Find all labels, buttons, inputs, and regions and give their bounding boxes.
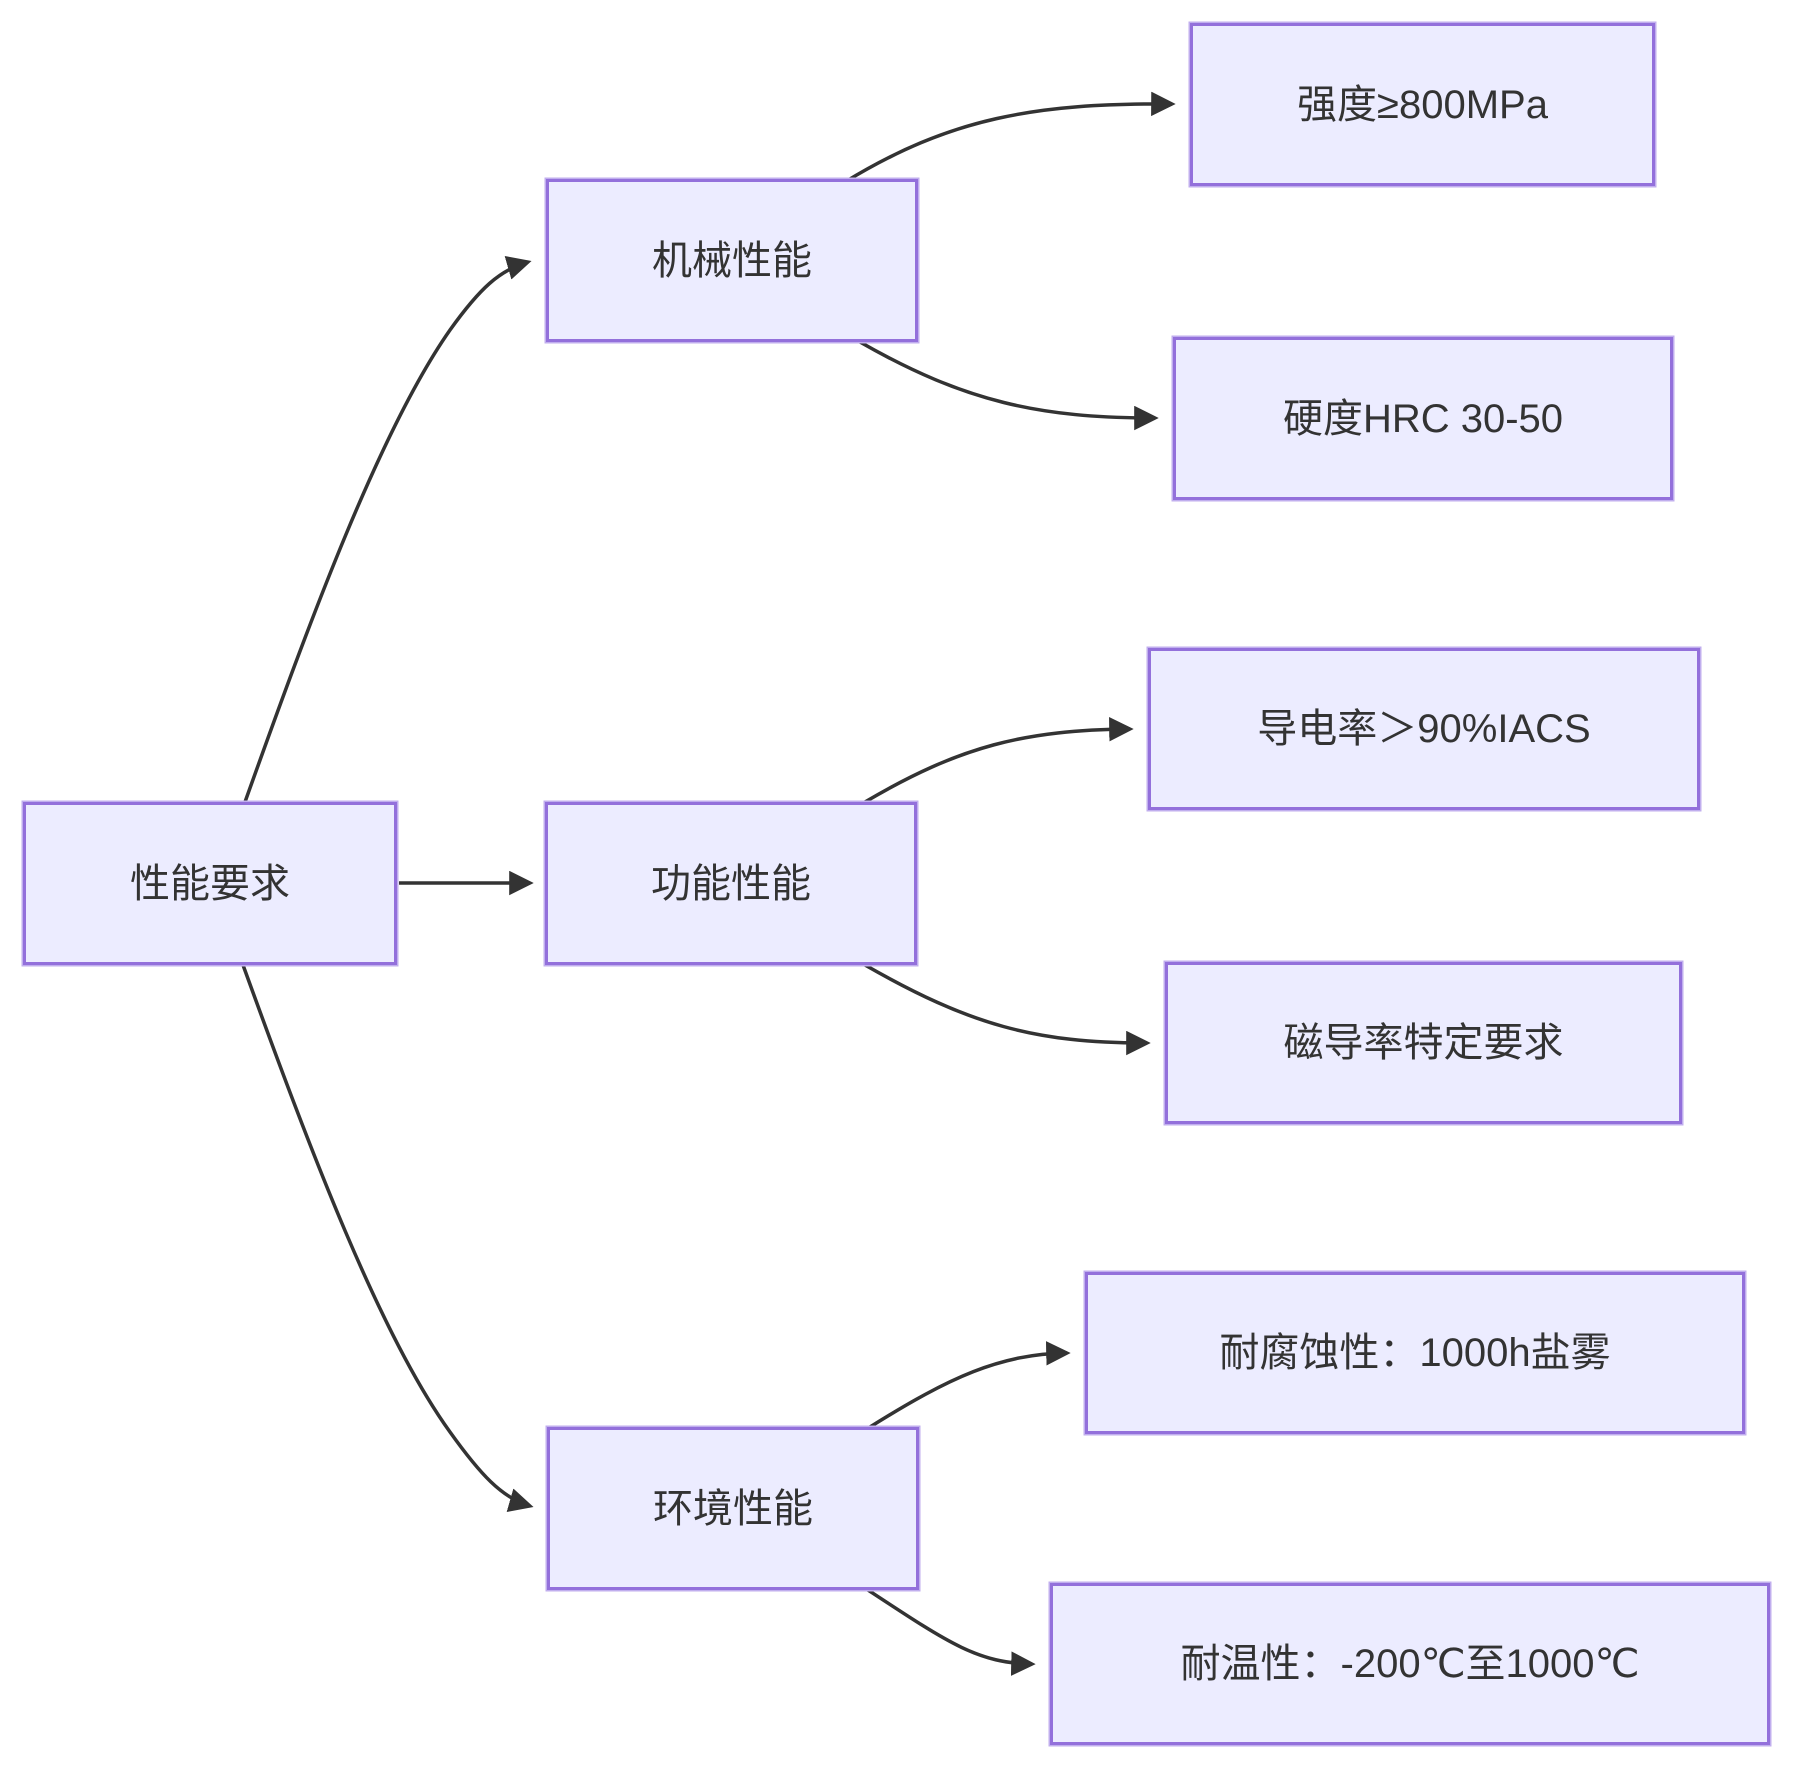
node-strength: 强度≥800MPa <box>1190 23 1655 186</box>
node-label: 耐腐蚀性：1000h盐雾 <box>1219 1331 1611 1375</box>
node-environmental-properties: 环境性能 <box>547 1427 919 1590</box>
edge-environmental-to-corrosion <box>869 1341 1071 1429</box>
node-temperature-resistance: 耐温性：-200℃至1000℃ <box>1050 1583 1770 1745</box>
node-label: 机械性能 <box>652 238 812 283</box>
node-functional-properties: 功能性能 <box>545 802 917 965</box>
node-label: 性能要求 <box>130 861 290 906</box>
edge-functional-to-permeability <box>864 963 1151 1056</box>
node-label: 强度≥800MPa <box>1297 82 1548 127</box>
node-label: 导电率＞90%IACS <box>1257 707 1591 751</box>
node-label: 功能性能 <box>651 861 811 906</box>
node-performance-requirements: 性能要求 <box>23 802 397 965</box>
node-corrosion-resistance: 耐腐蚀性：1000h盐雾 <box>1085 1272 1745 1434</box>
edge-functional-to-conductivity <box>864 716 1134 804</box>
edge-root-to-environmental <box>241 964 534 1513</box>
node-label: 硬度HRC 30-50 <box>1282 396 1564 441</box>
node-label: 环境性能 <box>653 1486 813 1531</box>
node-conductivity: 导电率＞90%IACS <box>1148 648 1700 810</box>
edge-root-to-mechanical <box>243 255 532 803</box>
edge-environmental-to-temperature <box>867 1588 1036 1676</box>
edge-mechanical-to-hardness <box>859 340 1159 431</box>
node-label: 磁导率特定要求 <box>1283 1021 1564 1065</box>
node-hardness: 硬度HRC 30-50 <box>1173 337 1673 500</box>
edge-mechanical-to-strength <box>844 91 1176 184</box>
node-mechanical-properties: 机械性能 <box>546 179 918 342</box>
node-magnetic-permeability: 磁导率特定要求 <box>1165 962 1682 1124</box>
node-label: 耐温性：-200℃至1000℃ <box>1180 1642 1640 1686</box>
